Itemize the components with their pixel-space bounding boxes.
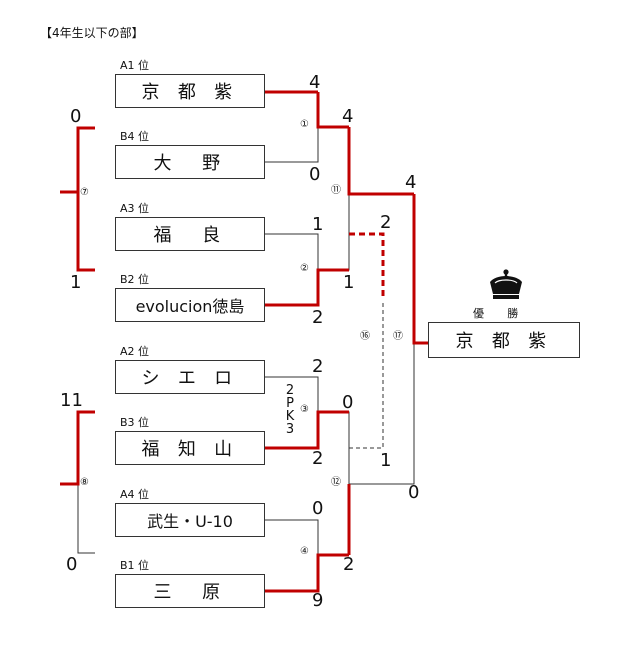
score: 0 — [70, 106, 82, 127]
score: 4 — [342, 106, 354, 127]
champion-label: 優 勝 — [473, 307, 529, 320]
bracket-line — [77, 127, 95, 192]
score: 4 — [309, 72, 321, 93]
seed-label: A4 位 — [120, 488, 150, 501]
score: 4 — [405, 172, 417, 193]
team-box-ono: 大 野 — [115, 145, 265, 179]
winner-line — [316, 92, 349, 129]
champion-box: 京 都 紫 — [428, 322, 580, 358]
score: 11 — [60, 390, 83, 411]
match-number: ⑧ — [80, 477, 89, 488]
seed-label: B2 位 — [120, 273, 150, 286]
bracket-line — [265, 519, 319, 555]
bracket-line-dashed — [349, 300, 384, 449]
score: 9 — [312, 590, 324, 611]
score: 2 — [312, 448, 324, 469]
crown-icon — [490, 269, 522, 299]
team-box-fukura: 福 良 — [115, 217, 265, 251]
winner-line — [60, 410, 95, 486]
score: 0 — [309, 164, 321, 185]
score: 1 — [343, 272, 355, 293]
match-number: ⑪ — [331, 185, 341, 196]
bracket-line — [349, 343, 415, 485]
pk-label: 3 — [285, 422, 295, 437]
winner-line — [347, 127, 414, 196]
score: 0 — [312, 498, 324, 519]
bracket-line — [265, 233, 319, 270]
winner-line — [265, 410, 349, 450]
seed-label: A3 位 — [120, 202, 150, 215]
match-number: ⑰ — [393, 331, 403, 342]
team-box-evolucion-tokushima: evolucion徳島 — [115, 288, 265, 322]
team-box-mihara: 三 原 — [115, 574, 265, 608]
bracket-line — [265, 376, 319, 412]
score: 0 — [408, 482, 420, 503]
team-box-fukuchiyama: 福 知 山 — [115, 431, 265, 465]
pk-label: P — [286, 396, 294, 411]
score: 2 — [312, 356, 324, 377]
score: 2 — [343, 554, 355, 575]
team-box-kyoto-murasaki: 京 都 紫 — [115, 74, 265, 108]
team-box-cielo: シ エ ロ — [115, 360, 265, 394]
winner-line — [265, 268, 349, 307]
match-number: ③ — [300, 404, 309, 415]
match-number: ⑯ — [360, 331, 370, 342]
match-number: ⑫ — [331, 477, 341, 488]
team-box-takefu-u10: 武生・U-10 — [115, 503, 265, 537]
bracket-line — [77, 484, 95, 554]
match-number: ④ — [300, 546, 309, 557]
winner-line — [412, 194, 428, 345]
score: 2 — [380, 212, 392, 233]
seed-label: B3 位 — [120, 416, 150, 429]
seed-label: A1 位 — [120, 59, 150, 72]
match-number: ② — [300, 263, 309, 274]
page-title: 【4年生以下の部】 — [40, 26, 144, 40]
score: 0 — [66, 554, 78, 575]
score: 1 — [70, 272, 82, 293]
match-number: ① — [300, 119, 309, 130]
score: 0 — [342, 392, 354, 413]
winner-line-dashed — [349, 232, 385, 300]
pk-label: K — [285, 409, 295, 424]
seed-label: B4 位 — [120, 130, 150, 143]
winner-line — [76, 192, 95, 272]
seed-label: A2 位 — [120, 345, 150, 358]
score: 1 — [312, 214, 324, 235]
winner-line — [265, 553, 349, 593]
score: 2 — [312, 307, 324, 328]
bracket-line — [265, 92, 319, 163]
pk-label: 2 — [285, 383, 295, 398]
match-number: ⑦ — [80, 187, 89, 198]
score: 1 — [380, 450, 392, 471]
winner-line — [60, 126, 95, 194]
seed-label: B1 位 — [120, 559, 150, 572]
